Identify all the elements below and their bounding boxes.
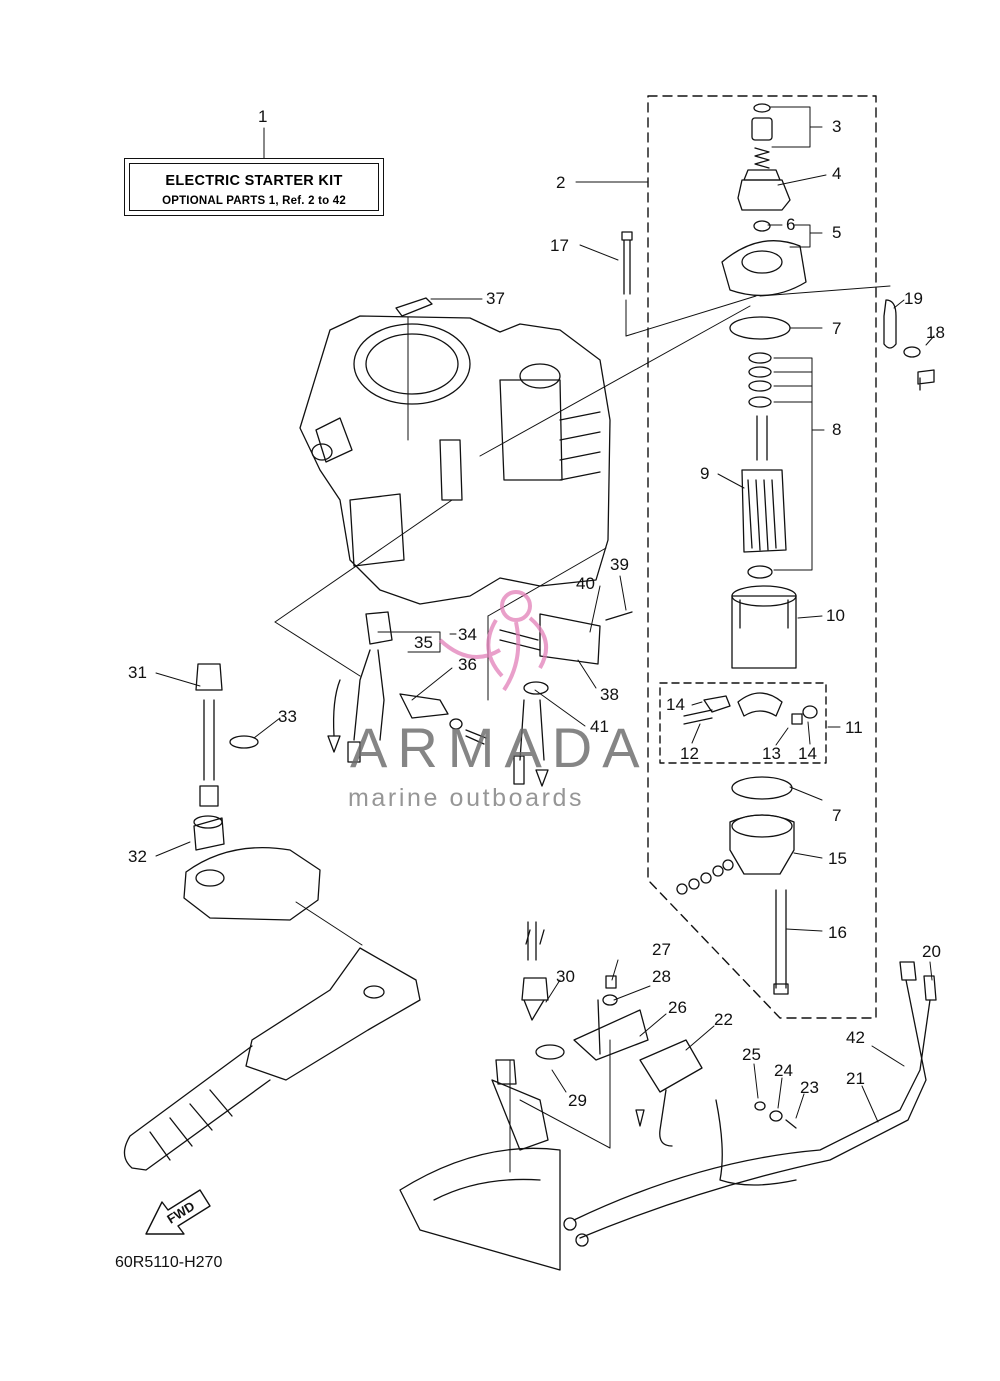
callout-40: 40 — [576, 574, 595, 593]
callout-3: 3 — [832, 117, 842, 136]
callout-9: 9 — [700, 464, 710, 483]
callout-28: 28 — [652, 967, 671, 986]
engine-block — [299, 297, 611, 605]
callout-32: 32 — [128, 847, 147, 866]
callout-18: 18 — [926, 323, 945, 342]
kit-subtitle: OPTIONAL PARTS 1, Ref. 2 to 42 — [162, 195, 346, 207]
tiller-parts — [123, 663, 421, 1171]
callout-19: 19 — [904, 289, 923, 308]
kit-box-inner-border: ELECTRIC STARTER KIT OPTIONAL PARTS 1, R… — [129, 163, 379, 211]
callout-30: 30 — [556, 967, 575, 986]
callout-37: 37 — [486, 289, 505, 308]
callout-20: 20 — [922, 942, 941, 961]
callout-33: 33 — [278, 707, 297, 726]
callout-21: 21 — [846, 1069, 865, 1088]
diagram-code: 60R5110-H270 — [115, 1254, 223, 1271]
kit-title: ELECTRIC STARTER KIT — [165, 173, 343, 189]
callout-13: 13 — [762, 744, 781, 763]
callout-11: 11 — [845, 718, 863, 737]
callout-14-right: 14 — [798, 744, 817, 763]
callout-27: 27 — [652, 940, 671, 959]
callout-39: 39 — [610, 555, 629, 574]
callout-12: 12 — [680, 744, 699, 763]
callout-5: 5 — [832, 223, 842, 242]
fwd-arrow-outline — [145, 1189, 211, 1235]
watermark-name: ARMADA — [350, 716, 650, 779]
callout-14-left: 14 — [666, 695, 685, 714]
callout-16: 16 — [828, 923, 847, 942]
callout-35: 35 — [414, 633, 433, 652]
callout-6: 6 — [786, 215, 796, 234]
callout-15: 15 — [828, 849, 847, 868]
callout-26: 26 — [668, 998, 687, 1017]
callout-36: 36 — [458, 655, 477, 674]
callout-31: 31 — [128, 663, 147, 682]
callout-38: 38 — [600, 685, 619, 704]
leader-lines — [155, 106, 935, 1173]
callout-22: 22 — [714, 1010, 733, 1029]
callout-25: 25 — [742, 1045, 761, 1064]
callout-8: 8 — [832, 420, 842, 439]
lower-parts — [399, 921, 937, 1271]
callout-34: 34 — [458, 625, 477, 644]
brush-group-outline — [659, 682, 827, 764]
starter-parts — [621, 103, 935, 995]
callout-7: 7 — [832, 319, 842, 338]
callout-24: 24 — [774, 1061, 793, 1080]
callout-4: 4 — [832, 164, 842, 183]
watermark-octopus — [438, 590, 549, 692]
callout-2: 2 — [556, 173, 566, 192]
callout-23: 23 — [800, 1078, 819, 1097]
callout-29: 29 — [568, 1091, 587, 1110]
callout-41: 41 — [590, 717, 609, 736]
callout-7-lower: 7 — [832, 806, 842, 825]
starter-group-outline — [647, 95, 877, 1019]
callout-17: 17 — [550, 236, 569, 255]
callout-1: 1 — [258, 107, 268, 126]
kit-box: ELECTRIC STARTER KIT OPTIONAL PARTS 1, R… — [124, 158, 384, 216]
callout-10: 10 — [826, 606, 845, 625]
callout-42: 42 — [846, 1028, 865, 1047]
watermark-tagline: marine outboards — [348, 784, 585, 812]
